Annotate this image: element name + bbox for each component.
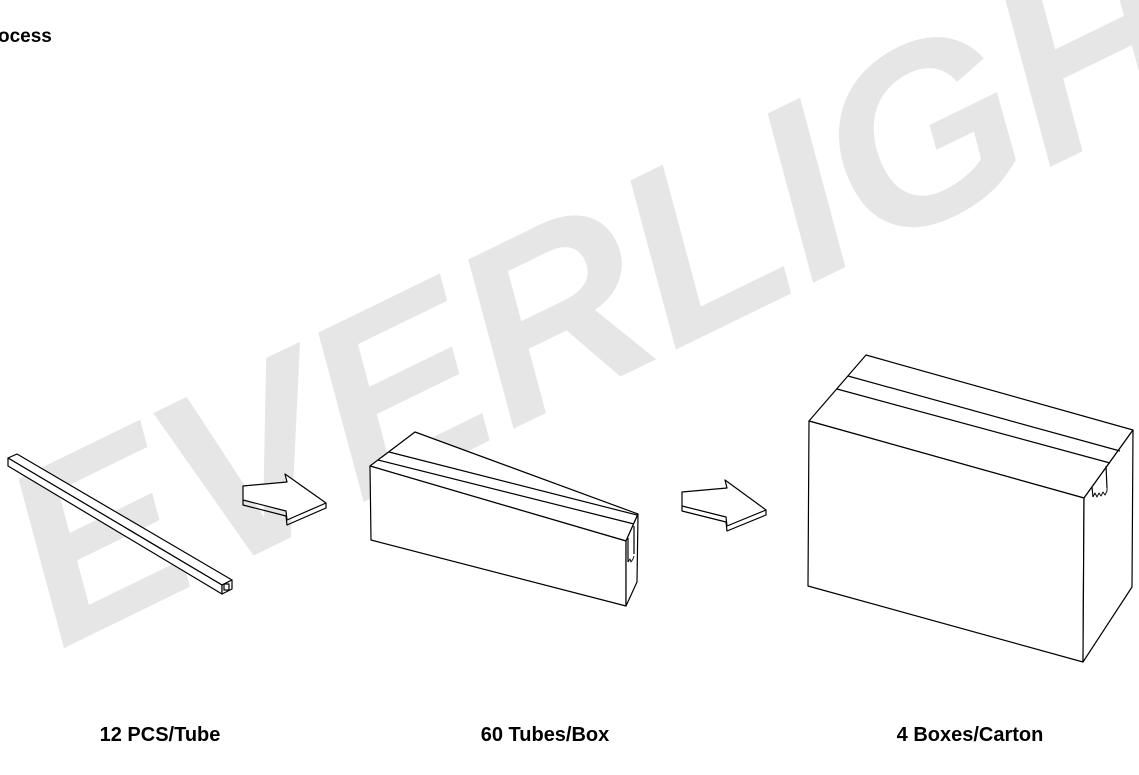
arrow-right-icon: [242, 473, 327, 526]
section-heading: ocess: [0, 26, 52, 47]
carton-illustration: [807, 354, 1134, 663]
tube-illustration: [7, 453, 233, 595]
caption-tube: 12 PCS/Tube: [99, 724, 221, 746]
caption-box: 60 Tubes/Box: [480, 724, 610, 746]
caption-carton: 4 Boxes/Carton: [896, 724, 1044, 746]
arrow-right-icon: [681, 479, 767, 532]
box-illustration: [369, 431, 639, 607]
